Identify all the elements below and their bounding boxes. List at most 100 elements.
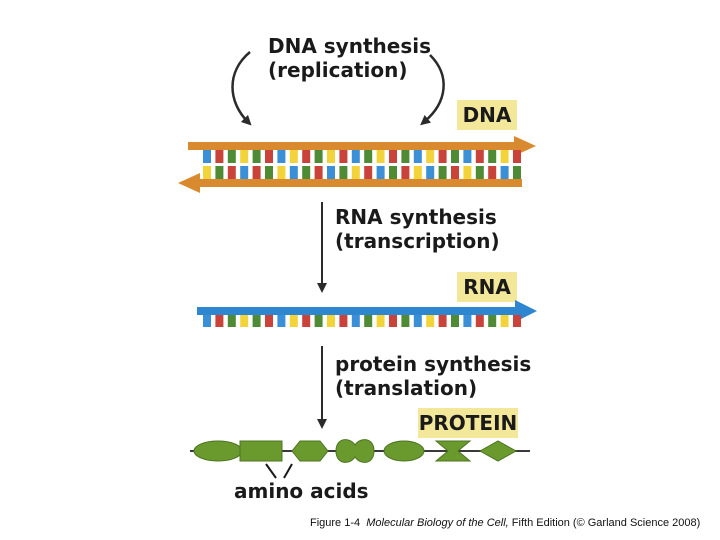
rna-label: RNA — [457, 272, 517, 302]
rna-base — [252, 315, 261, 327]
transcription-line2: (transcription) — [335, 229, 500, 253]
dna-base-bottom — [351, 166, 360, 179]
dna-base-top — [252, 150, 261, 163]
translation-heading: protein synthesis (translation) — [335, 352, 531, 400]
rna-base — [327, 315, 335, 327]
rna-base — [475, 315, 484, 327]
dna-base-top — [401, 150, 410, 163]
rna-base — [364, 315, 373, 327]
rna-strand — [197, 300, 537, 327]
translation-line2: (translation) — [335, 376, 478, 400]
dna-base-bottom — [302, 166, 311, 179]
caption-figure: Figure 1-4 — [310, 517, 361, 529]
rna-base — [265, 315, 273, 327]
dna-base-top — [314, 150, 323, 163]
dna-base-top — [265, 150, 273, 163]
dna-base-top — [277, 150, 286, 163]
dna-base-bottom — [203, 166, 211, 179]
protein-chain — [190, 439, 530, 479]
dna-base-bottom — [426, 166, 435, 179]
rna-base — [488, 315, 497, 327]
transcription-line1: RNA synthesis — [335, 205, 497, 229]
rna-base — [339, 315, 348, 327]
protein-label: PROTEIN — [418, 408, 518, 438]
dna-base-bottom — [413, 166, 422, 179]
dna-base-top — [438, 150, 447, 163]
translation-line1: protein synthesis — [335, 352, 532, 376]
rna-base — [463, 315, 472, 327]
dna-label: DNA — [457, 100, 517, 130]
figure-caption: Figure 1-4 Molecular Biology of the Cell… — [310, 517, 700, 529]
rna-base — [413, 315, 422, 327]
rna-base — [351, 315, 360, 327]
dna-base-bottom — [500, 166, 509, 179]
dna-top-bases — [203, 150, 521, 163]
dna-base-bottom — [215, 166, 224, 179]
caption-book: Molecular Biology of the Cell, — [366, 517, 509, 529]
rna-base — [227, 315, 236, 327]
rna-base — [240, 315, 249, 327]
dna-base-top — [327, 150, 335, 163]
dna-base-bottom — [438, 166, 447, 179]
rna-base — [426, 315, 435, 327]
dna-base-top — [513, 150, 521, 163]
rna-base — [513, 315, 521, 327]
dna-base-top — [203, 150, 211, 163]
amino-acid-3 — [291, 440, 329, 462]
dna-base-bottom — [488, 166, 497, 179]
replication-line1: DNA synthesis — [268, 34, 431, 58]
dna-base-top — [413, 150, 422, 163]
dna-base-bottom — [277, 166, 286, 179]
dna-base-top — [463, 150, 472, 163]
dna-base-top — [364, 150, 373, 163]
rna-backbone — [197, 307, 517, 315]
rna-base — [438, 315, 447, 327]
dna-base-top — [389, 150, 397, 163]
amino-acid-6 — [434, 440, 472, 462]
rna-base — [289, 315, 298, 327]
dna-base-bottom — [451, 166, 459, 179]
dna-base-top — [302, 150, 311, 163]
dna-base-top — [426, 150, 435, 163]
rna-base — [203, 315, 211, 327]
rna-base — [500, 315, 509, 327]
amino-acid-4 — [335, 439, 375, 463]
replication-heading: DNA synthesis (replication) — [268, 34, 431, 82]
dna-base-bottom — [240, 166, 249, 179]
dna-base-top — [351, 150, 360, 163]
replication-right-arrow — [420, 54, 445, 126]
dna-base-top — [289, 150, 298, 163]
dna-base-top — [215, 150, 224, 163]
dna-base-top — [488, 150, 497, 163]
replication-line2: (replication) — [268, 58, 408, 82]
amino-acid-2 — [239, 440, 283, 462]
amino-acid-pointer-1 — [265, 463, 277, 479]
dna-base-bottom — [401, 166, 410, 179]
dna-base-bottom — [475, 166, 484, 179]
rna-base — [401, 315, 410, 327]
dna-base-bottom — [463, 166, 472, 179]
dna-base-bottom — [513, 166, 521, 179]
dna-base-bottom — [252, 166, 261, 179]
rna-base — [215, 315, 224, 327]
amino-acid-7 — [478, 440, 518, 462]
rna-base — [314, 315, 323, 327]
dna-base-bottom — [376, 166, 385, 179]
rna-base — [451, 315, 459, 327]
dna-double-strand — [178, 136, 536, 193]
rna-base — [277, 315, 286, 327]
dna-base-top — [339, 150, 348, 163]
dna-bottom-arrowhead — [178, 173, 200, 193]
rna-bases — [203, 315, 521, 327]
dna-base-bottom — [339, 166, 348, 179]
dna-base-bottom — [289, 166, 298, 179]
rna-base — [376, 315, 385, 327]
dna-base-bottom — [265, 166, 273, 179]
dna-bottom-backbone — [198, 179, 522, 187]
dna-base-top — [475, 150, 484, 163]
caption-rest: Fifth Edition (© Garland Science 2008) — [508, 517, 701, 529]
dna-base-top — [451, 150, 459, 163]
dna-base-bottom — [327, 166, 335, 179]
dna-top-backbone — [188, 142, 516, 150]
